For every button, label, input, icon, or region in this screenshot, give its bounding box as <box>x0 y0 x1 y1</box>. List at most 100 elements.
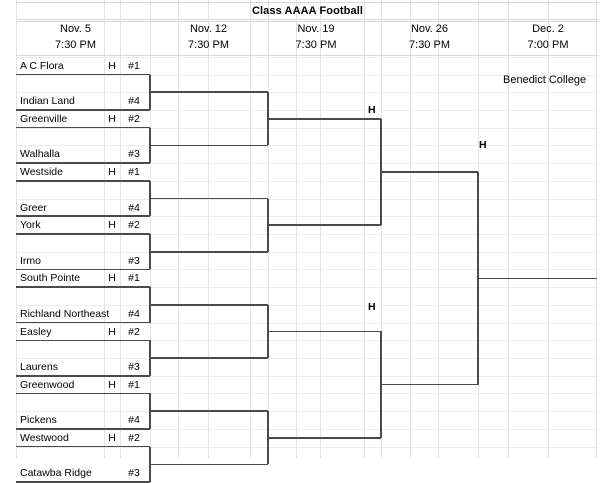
team-row[interactable]: Indian Land#4 <box>16 93 150 110</box>
round-date-2: Nov. 12 <box>189 23 228 35</box>
header-rule-top <box>16 21 599 22</box>
team-seed: #2 <box>128 219 140 232</box>
round1-join <box>149 287 151 323</box>
team-seed: #4 <box>128 414 140 427</box>
home-marker: H <box>108 166 116 179</box>
grid-line-vertical <box>596 0 597 458</box>
round-date-5: Dec. 2 <box>532 23 564 35</box>
grid-line-vertical <box>438 0 439 458</box>
team-seed: #2 <box>128 325 140 338</box>
round2-join <box>267 198 269 252</box>
grid-line-vertical <box>508 0 509 458</box>
grid-line-horizontal <box>16 145 599 147</box>
round2-bar-bottom <box>150 250 268 253</box>
round1-bar-top <box>16 180 150 182</box>
round2-bar-bottom <box>150 144 268 147</box>
team-seed: #2 <box>128 112 140 125</box>
round1-join <box>149 340 151 376</box>
grid-line-horizontal <box>16 340 599 342</box>
team-name: Westwood <box>20 431 69 444</box>
grid-line-vertical <box>364 0 365 458</box>
grid-line-horizontal <box>16 428 599 430</box>
grid-line-vertical <box>548 0 549 458</box>
round1-join <box>149 446 151 483</box>
team-name: Westside <box>20 166 63 179</box>
team-seed: #4 <box>128 307 140 320</box>
team-seed: #4 <box>128 201 140 214</box>
round1-bar-top <box>16 339 150 342</box>
title-rule-bottom <box>16 19 599 20</box>
grid-line-horizontal <box>16 446 599 448</box>
home-marker: H <box>108 431 116 444</box>
round2-bar-bottom <box>150 357 268 359</box>
team-row[interactable]: Laurens#3 <box>16 359 150 376</box>
round2-bar-top <box>150 410 268 412</box>
grid-line-horizontal <box>16 109 599 111</box>
round3-bar-bottom <box>268 436 381 439</box>
round1-bar-top <box>16 126 150 129</box>
round-time-3: 7:30 PM <box>295 39 337 51</box>
grid-line-horizontal <box>16 322 599 324</box>
grid-line-vertical <box>320 0 321 458</box>
grid-line-horizontal <box>16 234 599 235</box>
grid-line-horizontal <box>16 269 599 271</box>
team-name: York <box>20 219 41 232</box>
round1-join <box>149 393 151 429</box>
team-row[interactable]: Walhalla#3 <box>16 146 150 163</box>
round1-bar-bottom <box>16 109 150 111</box>
team-row[interactable]: Pickens#4 <box>16 412 150 429</box>
round1-bar-bottom <box>16 162 150 164</box>
team-name: Indian Land <box>20 95 75 108</box>
round-time-2: 7:30 PM <box>188 39 229 51</box>
round3-join <box>380 118 382 226</box>
round2-bar-top <box>150 91 268 94</box>
round1-bar-bottom <box>16 374 150 377</box>
grid-line-horizontal <box>16 411 599 413</box>
grid-line-horizontal <box>16 56 599 58</box>
round-time-5: 7:00 PM <box>527 39 569 51</box>
team-row[interactable]: Irmo#3 <box>16 252 150 269</box>
round3-bar-bottom <box>268 224 381 226</box>
grid-line-horizontal <box>16 358 599 360</box>
grid-line-horizontal <box>16 375 599 377</box>
grid-line-vertical <box>178 0 179 458</box>
page-title: Class AAAA Football <box>251 4 364 17</box>
team-row[interactable]: Catawba Ridge#3 <box>16 465 150 482</box>
round2-join <box>267 411 269 465</box>
grid-line-horizontal <box>16 251 599 253</box>
host-marker-semifinal-bottom: H <box>368 301 376 313</box>
round-header-2: Nov. 12 7:30 PM <box>152 20 265 54</box>
round1-bar-top <box>16 73 150 76</box>
round2-join <box>267 304 269 359</box>
grid-line-horizontal <box>16 287 599 289</box>
grid-line-horizontal <box>16 92 599 94</box>
team-row[interactable]: Westwood H #2 <box>16 429 150 446</box>
team-name: Laurens <box>20 361 58 374</box>
round-time-1: 7:30 PM <box>55 39 96 51</box>
round1-bar-bottom <box>16 268 150 271</box>
round1-bar-bottom <box>16 428 150 430</box>
team-row[interactable]: York H #2 <box>16 217 150 234</box>
home-marker: H <box>108 219 116 232</box>
team-row[interactable]: Richland Northeast#4 <box>16 305 150 322</box>
grid-line-horizontal <box>16 304 599 306</box>
grid-line-vertical <box>410 0 411 458</box>
team-row[interactable]: Greer#4 <box>16 199 150 216</box>
team-name: Easley <box>20 325 52 338</box>
round-time-4: 7:30 PM <box>409 39 450 51</box>
round-header-5: Dec. 2 7:00 PM <box>499 20 597 54</box>
final-bar-top <box>381 171 478 173</box>
round2-bar-top <box>150 197 268 200</box>
grid-line-horizontal <box>16 180 599 182</box>
final-join <box>477 171 479 385</box>
round-date-1: Nov. 5 <box>60 23 91 35</box>
team-seed: #2 <box>128 431 140 444</box>
round2-bar-bottom <box>150 463 268 466</box>
grid-line-horizontal <box>16 216 599 218</box>
